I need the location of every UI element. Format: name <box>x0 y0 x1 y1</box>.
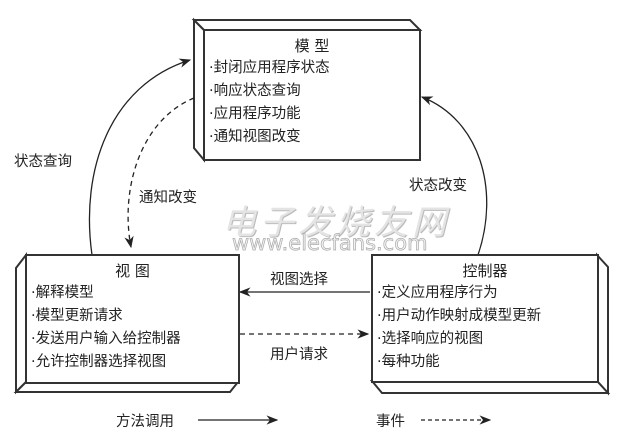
controller-item: ·选择响应的视图 <box>377 331 484 347</box>
arrow-notify-change <box>124 97 195 249</box>
view-item: ·解释模型 <box>31 285 94 301</box>
controller-title: 控制器 <box>462 262 508 280</box>
legend-event: 事件 <box>376 414 405 430</box>
view-title: 视 图 <box>115 262 150 280</box>
arrow-state-query <box>88 58 192 256</box>
label-view-select: 视图选择 <box>270 272 328 288</box>
view-box: 视 图 ·解释模型 ·模型更新请求 ·发送用户输入给控制器 ·允许控制器选择视图 <box>25 254 240 384</box>
label-user-request: 用户请求 <box>270 347 328 363</box>
controller-item: ·定义应用程序行为 <box>377 285 498 301</box>
watermark-cn: 电子发烧友网 <box>222 203 450 243</box>
model-title: 模 型 <box>294 37 330 55</box>
controller-box: 控制器 ·定义应用程序行为 ·用户动作映射成模型更新 ·选择响应的视图 ·每种功… <box>371 254 599 383</box>
controller-item: ·用户动作映射成模型更新 <box>377 308 542 324</box>
model-item: ·响应状态查询 <box>209 83 301 99</box>
model-item: ·封闭应用程序状态 <box>209 60 330 76</box>
label-notify-change: 通知改变 <box>139 190 197 206</box>
controller-box-3d <box>369 252 611 396</box>
legend-method-call: 方法调用 <box>116 414 174 430</box>
view-item: ·允许控制器选择视图 <box>31 354 167 370</box>
model-item: ·通知视图改变 <box>209 129 301 145</box>
model-box: 模 型 ·封闭应用程序状态 ·响应状态查询 ·应用程序功能 ·通知视图改变 <box>203 29 421 161</box>
label-state-change: 状态改变 <box>409 178 467 194</box>
arrow-state-change <box>420 96 488 256</box>
view-item: ·发送用户输入给控制器 <box>31 331 181 347</box>
watermark-url: www.elecfans.com <box>232 231 428 256</box>
view-item: ·模型更新请求 <box>31 308 123 324</box>
model-item: ·应用程序功能 <box>209 106 301 122</box>
controller-item: ·每种功能 <box>377 354 440 370</box>
label-state-query: 状态查询 <box>14 154 72 170</box>
